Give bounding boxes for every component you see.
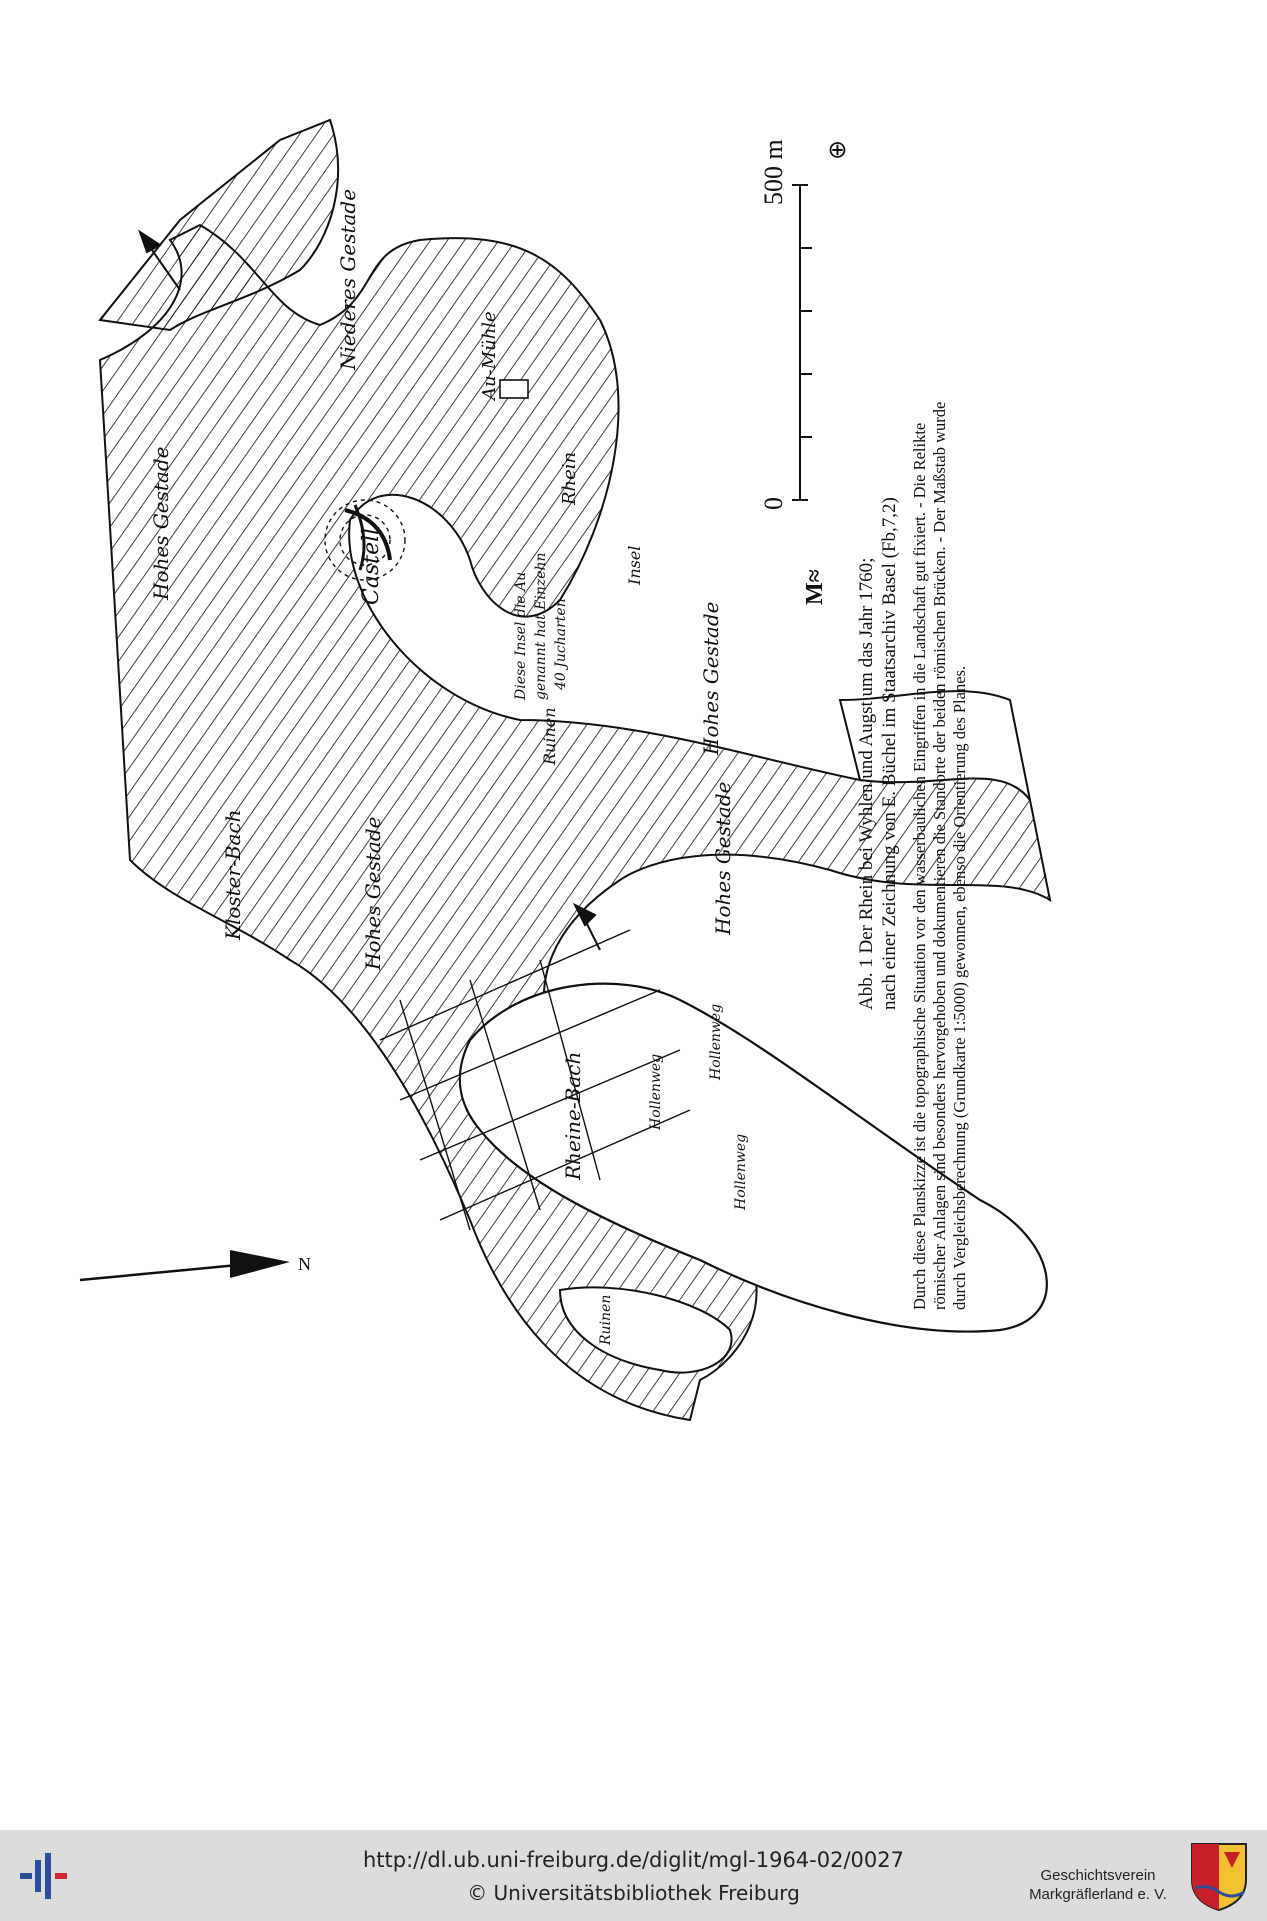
label-insel: Insel — [625, 546, 644, 586]
footer-bar: http://dl.ub.uni-freiburg.de/diglit/mgl-… — [0, 1830, 1267, 1921]
caption-line-2: nach einer Zeichnung von E. Büchel im St… — [879, 497, 900, 1010]
scale-bar — [792, 184, 812, 501]
label-hollenweg-2: Hollenweg — [708, 1004, 724, 1081]
label-ruinen: Ruinen — [540, 707, 559, 766]
caption-line-1: Abb. 1 Der Rhein bei Wyhlen und Augst um… — [856, 558, 877, 1010]
label-hohes-gestade-1: Hohes Gestade — [149, 447, 173, 602]
ub-freiburg-logo — [20, 1853, 67, 1899]
right-bank — [838, 690, 1031, 801]
orientation-mark: ⊕ — [825, 140, 851, 160]
label-ruinen-2: Ruinen — [598, 1295, 614, 1346]
label-au-text-1: Diese Insel die Au — [513, 572, 529, 701]
scanned-page: N 500 m 0 M≈ ⊕ — [79, 118, 1052, 1422]
label-hollenweg-3: Hollenweg — [733, 1134, 749, 1211]
figure-caption: Abb. 1 Der Rhein bei Wyhlen und Augst um… — [856, 402, 969, 1310]
au-island — [458, 982, 1048, 1333]
north-arrow: N — [79, 1250, 311, 1282]
historical-map: N 500 m 0 M≈ ⊕ — [79, 118, 1052, 1422]
map-labels: Castell Au-Mühle Rhein Insel Ruinen Hohe… — [149, 189, 749, 1346]
label-au-text-3: 40 Jucharten — [553, 598, 569, 691]
label-hollenweg-1: Hollenweg — [648, 1054, 664, 1131]
scale-zero: 0 — [759, 497, 788, 510]
society-line-2: Markgräflerland e. V. — [1029, 1886, 1167, 1903]
label-rhein: Rhein — [559, 452, 580, 506]
caption-para-2: römischer Anlagen sind besonders hervorg… — [930, 402, 949, 1310]
society-name: Geschichtsverein Markgräflerland e. V. — [1018, 1866, 1178, 1904]
label-kloster-bach: Kloster-Bach — [221, 809, 245, 941]
label-rheine-bach: Rheine-Bach — [561, 1052, 585, 1181]
scale-label: 500 m — [759, 139, 788, 205]
footer-url-link[interactable]: http://dl.ub.uni-freiburg.de/diglit/mgl-… — [362, 1848, 904, 1872]
svg-text:N: N — [298, 1254, 311, 1274]
label-castell: Castell — [359, 528, 384, 605]
label-hohes-gestade-2: Hohes Gestade — [699, 602, 723, 757]
footer-copyright: © Universitätsbibliothek Freiburg — [467, 1881, 800, 1905]
label-niederes-gestade: Niederes Gestade — [336, 189, 360, 371]
scale-m-symbol: M≈ — [802, 569, 828, 605]
caption-para-1: Durch diese Planskizze ist die topograph… — [910, 423, 929, 1310]
upper-channel-area — [98, 118, 339, 332]
label-au-text-2: genannt hat Einzehn — [533, 552, 549, 700]
society-crest-icon — [1191, 1843, 1247, 1912]
flow-arrows — [138, 229, 601, 951]
small-island — [558, 1286, 733, 1374]
label-au-muehle: Au-Mühle — [479, 311, 500, 402]
castell-marker — [324, 499, 406, 581]
label-hohes-gestade-3: Hohes Gestade — [711, 782, 735, 937]
street-grid — [379, 929, 691, 1231]
caption-para-3: durch Vergleichsberechnung (Grundkarte 1… — [950, 666, 969, 1310]
label-hohes-gestade-4: Hohes Gestade — [361, 817, 385, 972]
society-line-1: Geschichtsverein — [1040, 1867, 1156, 1884]
au-muehle-building — [499, 379, 529, 399]
